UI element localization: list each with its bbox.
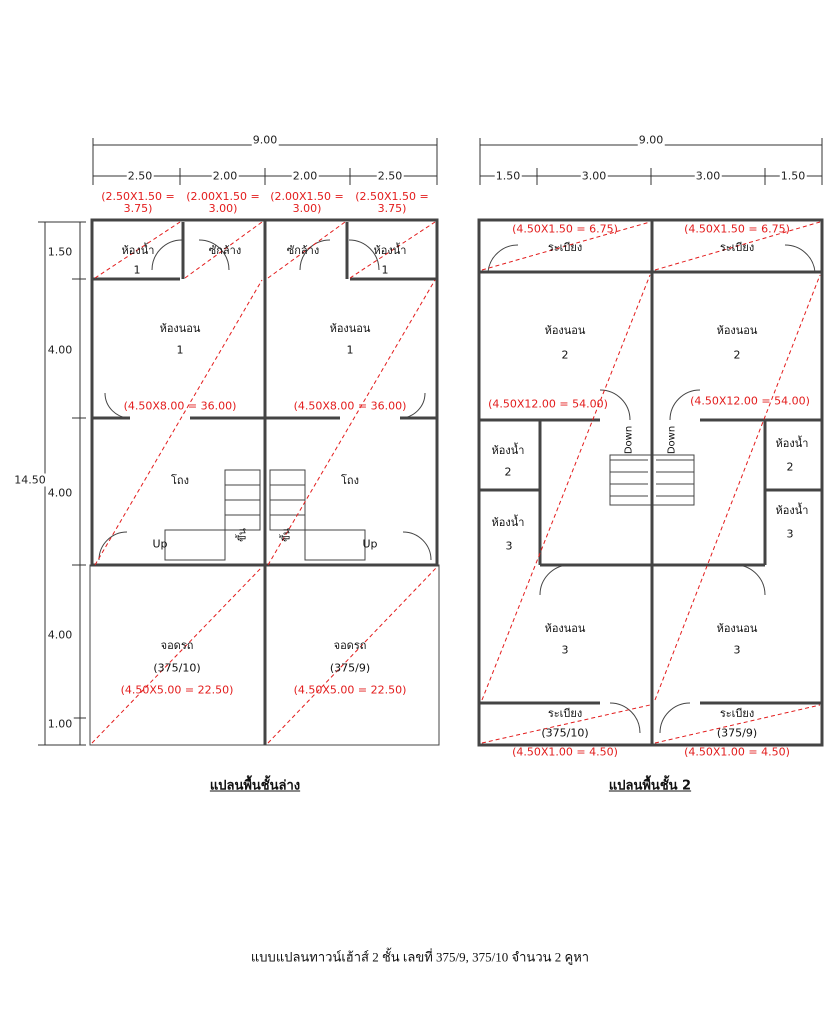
- depth-seg: 4.00: [46, 486, 74, 500]
- area-balcony: (4.50X1.00 = 4.50): [512, 745, 618, 759]
- stair: [164, 454, 695, 561]
- room-bedroom: ห้องนอน: [544, 622, 586, 635]
- room-num: 2: [504, 465, 512, 479]
- area-bath: (2.50X1.50 = 3.75): [355, 190, 429, 215]
- stair-up: Up: [152, 537, 168, 551]
- room-num: 1: [176, 343, 184, 357]
- width-seg: 2.00: [291, 169, 319, 183]
- width-seg: 2.50: [126, 169, 154, 183]
- room-num: 2: [786, 460, 794, 474]
- width-seg: 2.50: [376, 169, 404, 183]
- room-num: 1: [133, 263, 141, 277]
- caption: แบบแปลนทาวน์เฮ้าส์ 2 ชั้น เลขที่ 375/9, …: [250, 949, 590, 965]
- stair-down: Down: [623, 425, 635, 455]
- room-balcony: ระเบียง: [719, 707, 755, 720]
- area-balcony: (4.50X1.50 = 6.75): [512, 222, 618, 236]
- stair-up-thai: ขึ้น: [281, 528, 293, 542]
- room-bath: ห้องน้ำ: [775, 437, 809, 450]
- area-upper: (4.50X12.00 = 54.00): [488, 397, 608, 411]
- room-num: 2: [561, 348, 569, 362]
- unit-number: (375/10): [153, 661, 201, 675]
- room-bath: ห้องน้ำ: [373, 244, 407, 257]
- total-width-ground: 9.00: [251, 133, 279, 147]
- depth-seg: 1.50: [46, 245, 74, 259]
- stair-down: Down: [666, 425, 678, 455]
- area-balcony: (4.50X1.50 = 6.75): [684, 222, 790, 236]
- unit-number: (375/9): [329, 661, 371, 675]
- width-seg: 3.00: [694, 169, 722, 183]
- room-hall: โถง: [171, 474, 189, 487]
- second-floor-title: แปลนพื้นชั้น 2: [608, 778, 692, 794]
- width-seg: 3.00: [580, 169, 608, 183]
- door-swing: [151, 239, 183, 271]
- depth-seg: 4.00: [46, 628, 74, 642]
- room-bath: ห้องน้ำ: [491, 516, 525, 529]
- room-bedroom: ห้องนอน: [716, 324, 758, 337]
- room-num: 3: [733, 643, 741, 657]
- depth-seg: 4.00: [46, 343, 74, 357]
- room-num: 2: [733, 348, 741, 362]
- room-bedroom: ห้องนอน: [716, 622, 758, 635]
- area-parking: (4.50X5.00 = 22.50): [120, 683, 234, 697]
- width-seg: 1.50: [494, 169, 522, 183]
- total-width-second: 9.00: [637, 133, 665, 147]
- room-bath: ห้องน้ำ: [491, 444, 525, 457]
- width-seg: 2.00: [211, 169, 239, 183]
- room-num: 3: [786, 527, 794, 541]
- room-bedroom: ห้องนอน: [329, 322, 371, 335]
- room-parking: จอดรถ: [333, 639, 367, 652]
- area-laundry: (2.00X1.50 = 3.00): [270, 190, 344, 215]
- area-balcony: (4.50X1.00 = 4.50): [684, 745, 790, 759]
- room-bath: ห้องน้ำ: [121, 244, 155, 257]
- ground-floor-title: แปลนพื้นชั้นล่าง: [209, 778, 301, 794]
- room-hall: โถง: [341, 474, 359, 487]
- room-num: 3: [561, 643, 569, 657]
- stair-up: Up: [362, 537, 378, 551]
- room-num: 1: [381, 263, 389, 277]
- depth-seg: 1.00: [46, 717, 74, 731]
- unit-number: (375/10): [541, 726, 589, 740]
- area-diagonals: [91, 221, 821, 744]
- room-bedroom: ห้องนอน: [159, 322, 201, 335]
- room-bath: ห้องน้ำ: [775, 504, 809, 517]
- stair-up-thai: ขึ้น: [237, 528, 249, 542]
- room-balcony: ระเบียง: [719, 241, 755, 254]
- area-bath: (2.50X1.50 = 3.75): [101, 190, 175, 215]
- area-bedroom: (4.50X8.00 = 36.00): [123, 399, 237, 413]
- room-num: 3: [505, 539, 513, 553]
- room-num: 1: [346, 343, 354, 357]
- room-parking: จอดรถ: [160, 639, 194, 652]
- room-laundry: ซักล้าง: [286, 244, 320, 257]
- area-parking: (4.50X5.00 = 22.50): [293, 683, 407, 697]
- room-bedroom: ห้องนอน: [544, 324, 586, 337]
- room-balcony: ระเบียง: [547, 707, 583, 720]
- width-seg: 1.50: [779, 169, 807, 183]
- total-depth: 14.50: [13, 473, 47, 487]
- area-bedroom: (4.50X8.00 = 36.00): [293, 399, 407, 413]
- room-laundry: ซักล้าง: [208, 244, 242, 257]
- area-laundry: (2.00X1.50 = 3.00): [186, 190, 260, 215]
- area-upper: (4.50X12.00 = 54.00): [690, 394, 810, 408]
- room-balcony: ระเบียง: [547, 241, 583, 254]
- unit-number: (375/9): [716, 726, 758, 740]
